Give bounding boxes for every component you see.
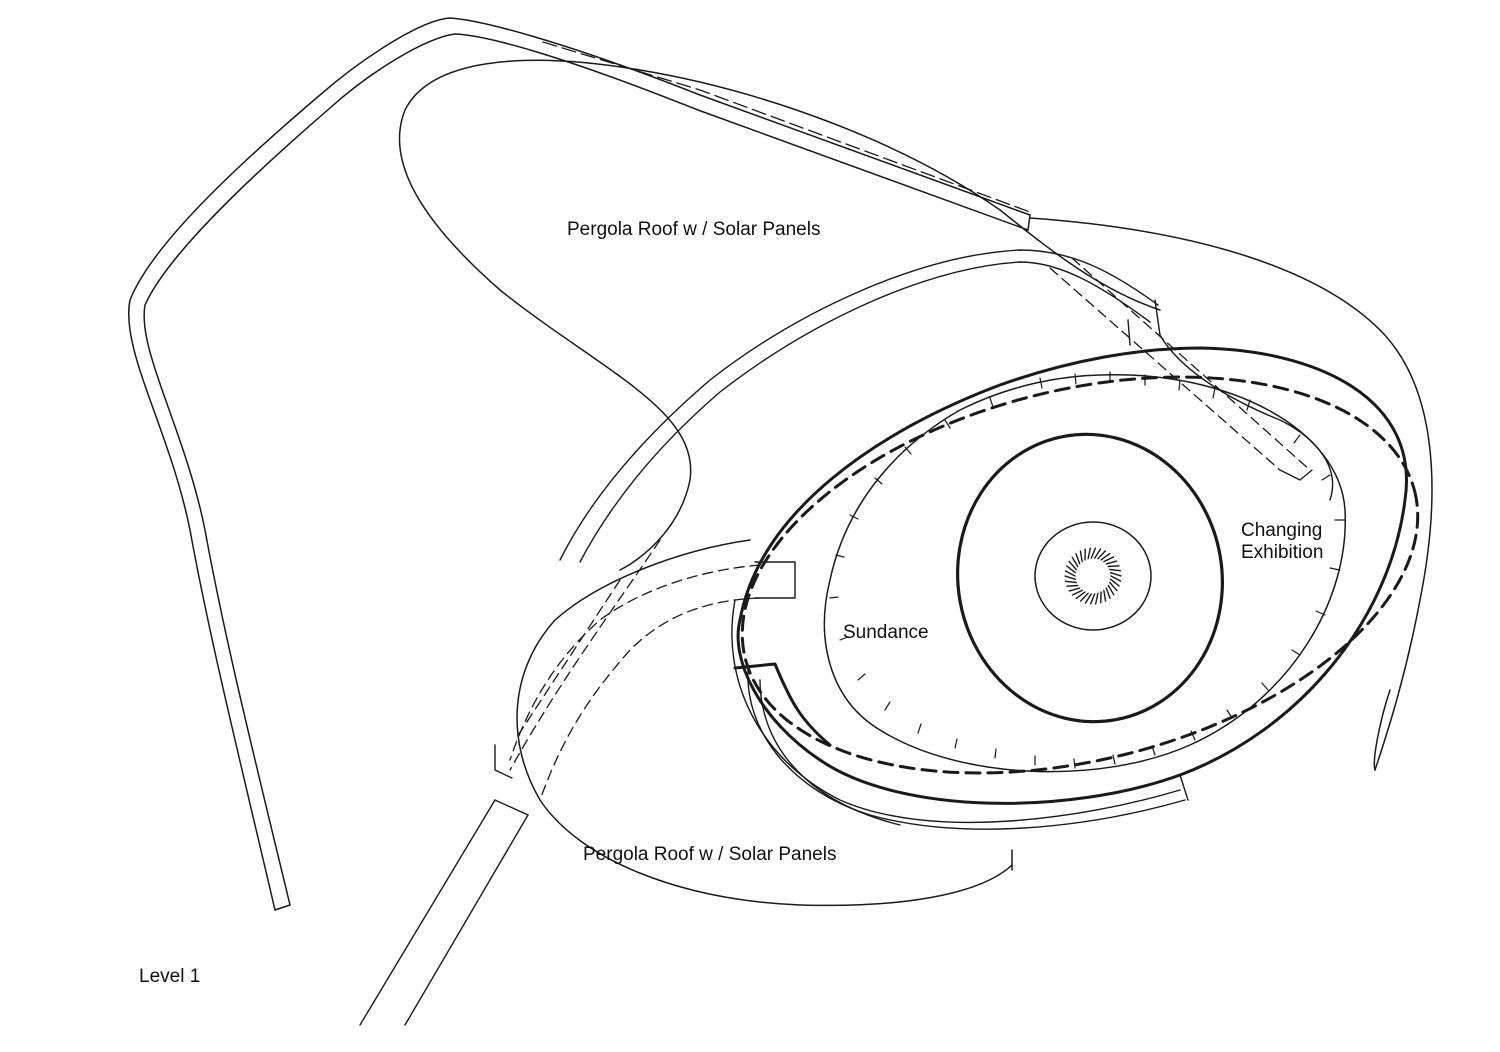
hatch-stroke [1109,578,1120,587]
hatch-stroke [1068,560,1077,571]
hatch-stroke [1100,552,1111,561]
hatch-stroke [1110,575,1122,582]
hatch-stroke [1079,550,1083,563]
hatched-ring [1064,547,1122,605]
hatch-stroke [1107,584,1115,596]
pergola-roof-bottom-outline [516,539,1013,907]
hatch-stroke [1087,547,1092,560]
hatch-stroke [1094,592,1099,605]
hatch-stroke [1075,553,1081,565]
hatch-stroke [1064,580,1077,584]
sundance-label: Sundance [843,622,929,643]
approach-lines [559,249,1334,563]
hatch-stroke [1090,547,1097,559]
dashed-diagonal [1049,257,1313,481]
dashed-outer-oval [740,375,1420,775]
entry-box [754,561,796,599]
hatch-stroke [1068,587,1081,592]
hatch-stroke [1097,550,1107,560]
small-circle [1034,521,1152,631]
hatch-stroke [1109,581,1118,592]
pergola-roof-bottom-label: Pergola Roof w / Solar Panels [583,844,837,865]
inner-oval [823,373,1346,773]
hatch-stroke [1064,570,1076,577]
inner-oval-ticks [829,371,1346,769]
hatch-stroke [1107,565,1120,568]
hatch-stroke [1093,548,1102,559]
hatch-stroke [1066,584,1079,587]
pergola-roof-top-label: Pergola Roof w / Solar Panels [567,219,821,240]
solid-outer-oval [733,346,1408,805]
hatch-stroke [1103,556,1115,563]
hatch-stroke [1075,591,1086,600]
hatch-stroke [1084,593,1093,604]
pergola-roof-top-outline [398,59,1433,771]
hatch-stroke [1105,587,1111,599]
dashed-entry [509,539,761,801]
level-label: Level 1 [139,966,201,987]
changing-exhibition-label: Changing Exhibition [1241,520,1324,563]
hatch-stroke [1066,565,1077,574]
hatch-stroke [1105,560,1118,565]
hatch-stroke [1079,592,1089,602]
hatch-stroke [1071,589,1083,596]
hatch-stroke [1109,568,1122,572]
lower-sweep-lines [731,599,1189,830]
hatch-stroke [1103,589,1107,602]
hatch-stroke [1071,556,1079,568]
hatch-stroke [1089,593,1096,605]
hatch-stroke [1064,575,1077,580]
hatch-stroke [1109,572,1122,577]
central-circle [956,432,1224,724]
lower-path [359,744,529,1026]
outer-walkway [128,17,1031,911]
